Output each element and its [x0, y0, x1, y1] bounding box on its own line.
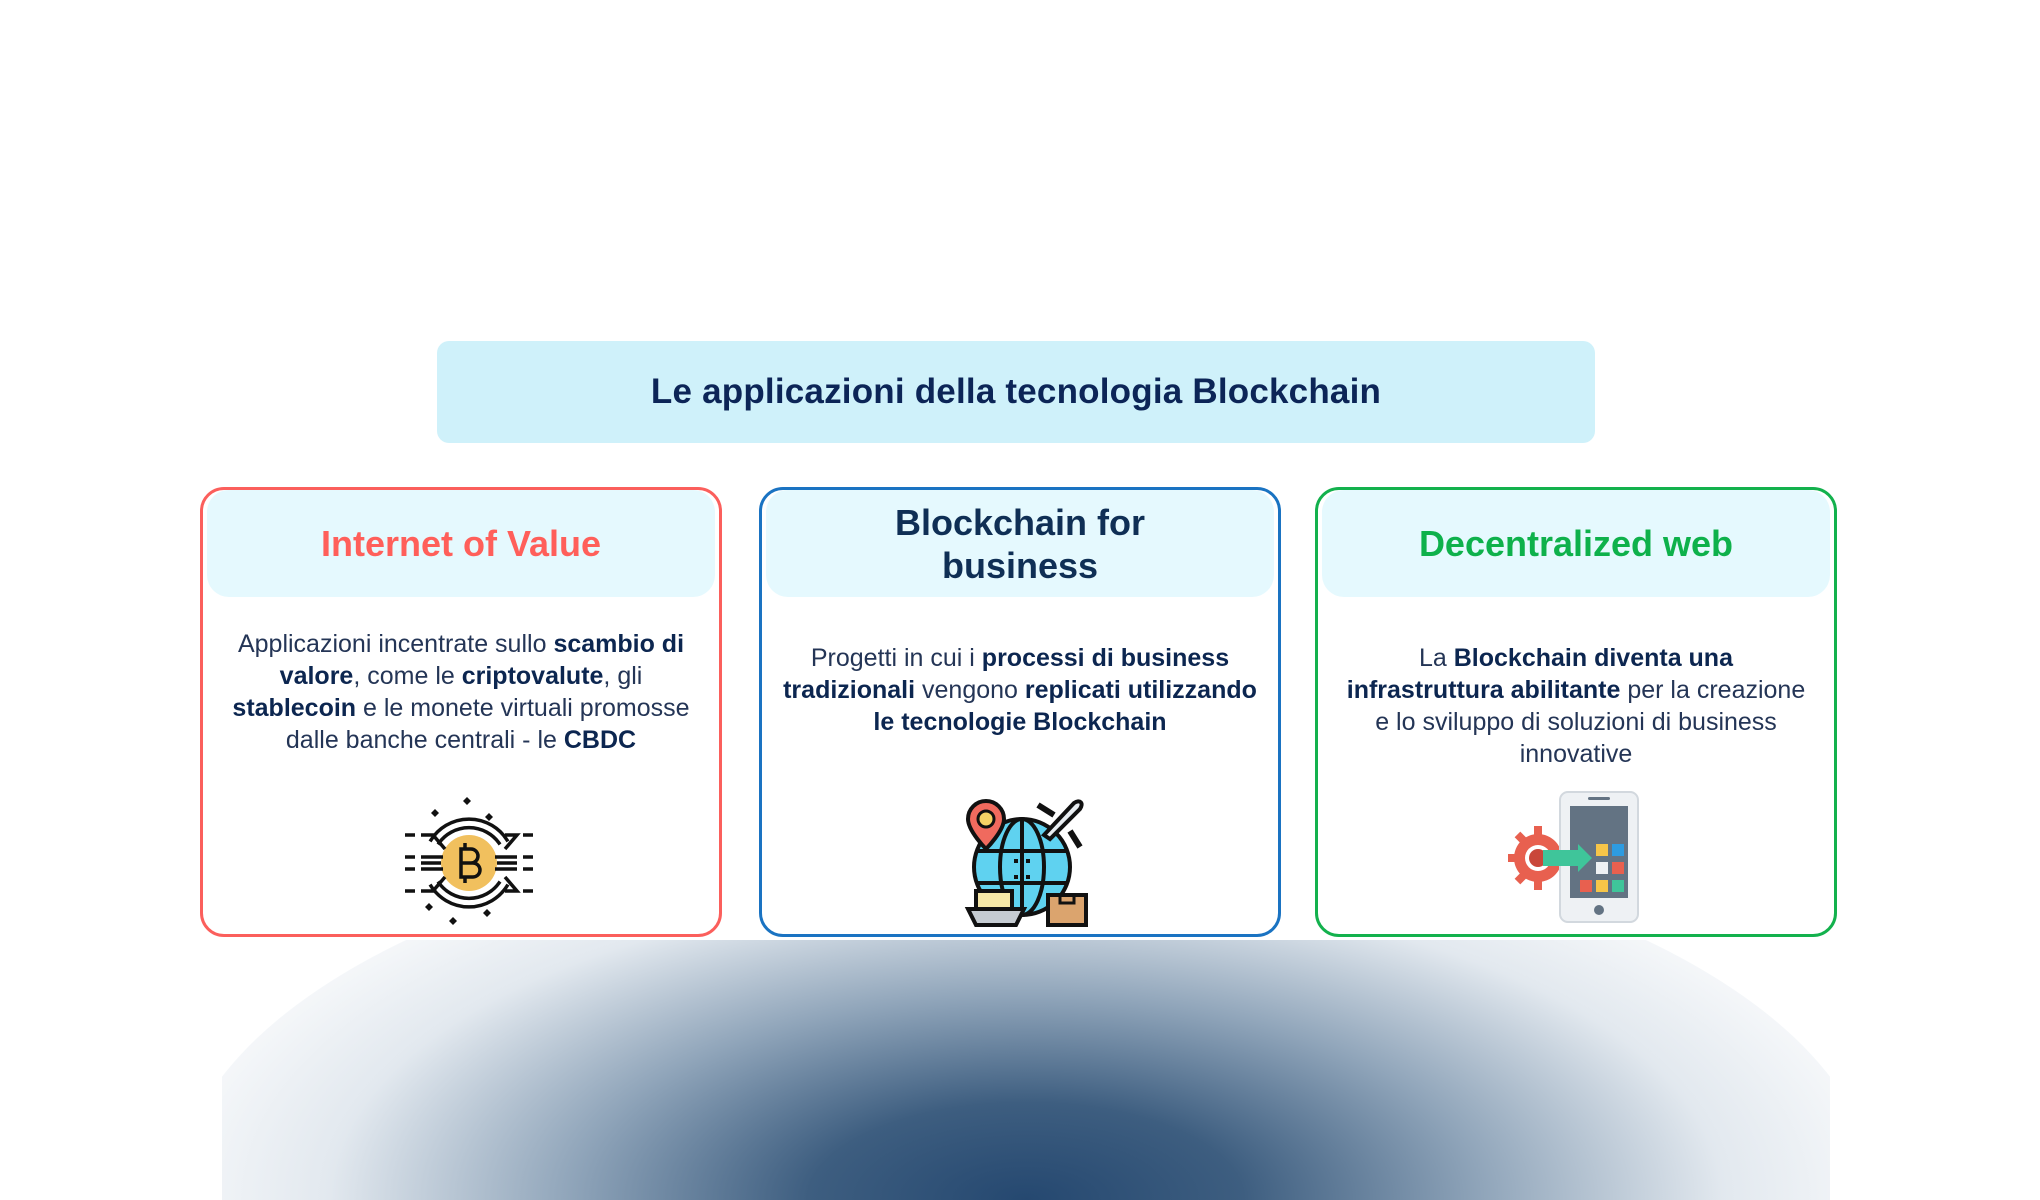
- emphasis-text: stablecoin: [232, 694, 357, 722]
- card-description: La Blockchain diventa una infrastruttura…: [1338, 642, 1814, 770]
- body-text: Progetti in cui i: [810, 644, 982, 672]
- card-description: Progetti in cui i processi di business t…: [782, 642, 1258, 738]
- emphasis-text: processi di business tradizionali: [783, 644, 1230, 704]
- card-header: Decentralized web: [1322, 490, 1830, 597]
- emphasis-text: replicati utilizzando le tecnologie Bloc…: [873, 676, 1257, 736]
- card-header: Blockchain for business: [766, 490, 1274, 597]
- background-glow: [222, 940, 1830, 1200]
- body-text: vengono: [915, 676, 1025, 704]
- card-decentralized-web: Decentralized web La Blockchain diventa …: [1315, 487, 1837, 937]
- card-blockchain-for-business: Blockchain for business Progetti in cui …: [759, 487, 1281, 937]
- body-text: , gli: [603, 662, 643, 690]
- global-logistics-icon: [964, 798, 1088, 927]
- card-header: Internet of Value: [207, 490, 715, 597]
- mobile-app-gear-icon: [1508, 791, 1639, 923]
- body-text: , come le: [353, 662, 462, 690]
- card-title: Decentralized web: [1418, 523, 1734, 564]
- card-description: Applicazioni incentrate sullo scambio di…: [223, 628, 699, 756]
- body-text: Applicazioni incentrate sullo: [237, 630, 554, 658]
- emphasis-text: Blockchain diventa una infrastruttura ab…: [1346, 644, 1733, 704]
- body-text: per la creazione e lo sviluppo di soluzi…: [1375, 676, 1806, 768]
- emphasis-text: criptovalute: [461, 662, 604, 690]
- title-banner: Le applicazioni della tecnologia Blockch…: [437, 341, 1595, 443]
- body-text: La: [1418, 644, 1454, 672]
- card-title: Blockchain for business: [894, 501, 1146, 586]
- emphasis-text: CBDC: [563, 726, 637, 754]
- card-internet-of-value: Internet of Value Applicazioni incentrat…: [200, 487, 722, 937]
- card-title: Internet of Value: [320, 523, 602, 564]
- bitcoin-circuit-icon: [405, 797, 533, 925]
- page-title: Le applicazioni della tecnologia Blockch…: [650, 372, 1382, 411]
- emphasis-text: scambio di valore: [279, 630, 685, 690]
- body-text: e le monete virtuali promosse dalle banc…: [285, 694, 690, 754]
